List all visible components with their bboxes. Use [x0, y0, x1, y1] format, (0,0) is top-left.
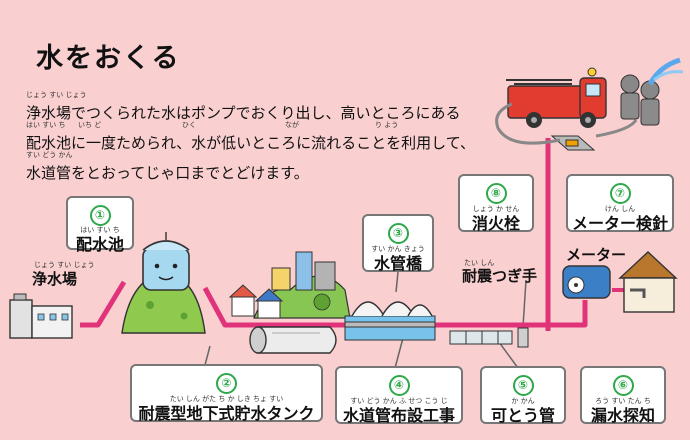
- label-4-pipe-work: ④ すい どう かん ふ せつ こう じ 水道管布設工事: [335, 366, 463, 425]
- label-8-ruby: しょう か せん: [472, 205, 520, 213]
- label-4-ruby: すい どう かん ふ せつ こう じ: [350, 397, 448, 405]
- label-1-number: ①: [89, 205, 111, 226]
- label-1-text: 配水池: [75, 235, 124, 254]
- intro-ruby-4: ひく: [182, 121, 196, 129]
- intro-line-3: 水道管をとおってじゃ口までとどけます。: [26, 164, 309, 182]
- label-8-number: ⑧: [485, 183, 507, 204]
- label-3-pipe-bridge: ③ すい かん きょう 水管橋: [362, 214, 434, 273]
- label-3-ruby: すい かん きょう: [371, 245, 425, 253]
- label-6-ruby: ろう すい たん ち: [595, 397, 651, 405]
- label-2-ruby: たい しん がた ち か しき ちょ すい: [169, 395, 284, 403]
- firefighters-illustration: [620, 57, 684, 126]
- purification-plant-illustration: [9, 293, 73, 339]
- meter-label: メーター: [566, 246, 627, 264]
- joint-label: 耐震つぎ手: [462, 267, 538, 285]
- intro-line-2: 配水池に一度ためられ、水が低いところに流れることを利用して、: [26, 134, 475, 152]
- fire-hose: [495, 102, 561, 145]
- intro-ruby-2: はい すい ち: [26, 121, 66, 129]
- intro-text: 浄水場でつくられた水はポンプでおくり出し、高いところにある 配水池に一度ためられ…: [26, 98, 475, 188]
- reservoir-illustration: [121, 232, 206, 334]
- label-4-text: 水道管布設工事: [342, 406, 455, 425]
- label-5-number: ⑤: [512, 375, 534, 396]
- label-4-number: ④: [388, 375, 410, 396]
- intro-ruby-7: すい どう かん: [26, 151, 73, 159]
- plant-label: 浄水場: [32, 270, 78, 288]
- town-illustration: [228, 251, 351, 319]
- fire-truck-illustration: [506, 67, 607, 151]
- page-title: 水をおくる: [36, 43, 181, 74]
- label-7-number: ⑦: [609, 183, 631, 204]
- flexible-pipe-illustration: [449, 327, 529, 348]
- intro-line-1: 浄水場でつくられた水はポンプでおくり出し、高いところにある: [26, 104, 461, 122]
- fire-hose-to-crew: [595, 119, 638, 138]
- label-7-meter-reading: ⑦ けん しん メーター検針: [566, 174, 674, 233]
- joint-label-ruby: たい しん: [464, 259, 495, 267]
- label-5-ruby: か かん: [511, 397, 535, 405]
- pipe-bridge-illustration: [344, 301, 436, 341]
- label-6-leak-detection: ⑥ ろう すい たん ち 漏水探知: [580, 366, 666, 425]
- label-2-storage-tank: ② たい しん がた ち か しき ちょ すい 耐震型地下式貯水タンク: [130, 364, 323, 423]
- label-6-number: ⑥: [612, 375, 634, 396]
- label-2-text: 耐震型地下式貯水タンク: [138, 404, 315, 423]
- label-1-reservoir: ① はい すい ち 配水池: [66, 196, 134, 254]
- label-3-number: ③: [387, 223, 409, 244]
- label-6-text: 漏水探知: [590, 406, 655, 425]
- intro-ruby-3: いち ど: [78, 121, 102, 129]
- label-5-text: 可とう管: [490, 406, 555, 425]
- label-8-text: 消火栓: [471, 214, 520, 233]
- label-7-text: メーター検針: [571, 214, 668, 233]
- intro-ruby-1: じょう すい じょう: [26, 91, 87, 99]
- faucet-icon: [630, 288, 646, 298]
- plant-label-ruby: じょう すい じょう: [34, 261, 95, 269]
- water-meter-illustration: [562, 265, 611, 299]
- label-3-text: 水管橋: [373, 254, 422, 273]
- house-illustration: [618, 251, 678, 313]
- storage-tank-illustration: [249, 326, 337, 354]
- label-5-flexible-pipe: ⑤ か かん 可とう管: [480, 366, 566, 425]
- label-2-number: ②: [216, 373, 237, 394]
- label-7-ruby: けん しん: [604, 205, 636, 213]
- label-1-ruby: はい すい ち: [80, 226, 120, 234]
- intro-ruby-6: り よう: [375, 121, 399, 129]
- label-8-hydrant: ⑧ しょう か せん 消火栓: [458, 174, 534, 233]
- intro-ruby-5: なが: [285, 121, 299, 129]
